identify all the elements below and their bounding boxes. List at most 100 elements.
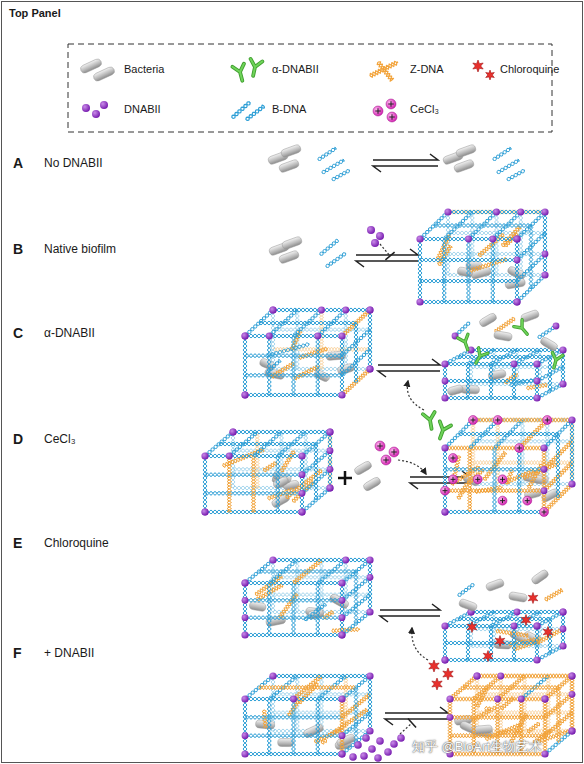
z-dna-strand (251, 456, 255, 512)
b-dna-strand (271, 310, 275, 369)
b-dna-strand (354, 572, 358, 624)
b-dna-strand (267, 583, 271, 635)
chloroquine-star (473, 60, 483, 72)
dnabii-dot (541, 750, 548, 757)
cecl3-plus (377, 443, 383, 449)
b-dna-strand (320, 560, 324, 612)
legend-label: B-DNA (272, 103, 306, 116)
b-dna-strand (273, 674, 370, 678)
z-dna-strand (477, 674, 572, 678)
legend-label: Chloroquine (500, 63, 559, 76)
panel-title: Top Panel (9, 7, 61, 20)
z-dna-strand (227, 456, 231, 512)
b-dna-strand (243, 336, 247, 395)
bacterium (539, 336, 559, 352)
dnabii-dot (299, 490, 306, 497)
b-dna-strand (519, 212, 523, 275)
biofilm (441, 416, 576, 517)
curved-arrow (398, 460, 426, 474)
cecl3-ion (386, 99, 396, 109)
z-dna-strand (556, 688, 560, 743)
equilibrium-arrow (356, 249, 418, 267)
cecl3-plus (451, 477, 456, 482)
chloroquine-star (429, 660, 439, 672)
dnabii-dot (533, 622, 540, 629)
b-dna-strand (316, 583, 320, 635)
dnabii-dot (511, 361, 518, 368)
antibody (514, 320, 532, 338)
b-dna-strand (267, 699, 271, 754)
curved-arrow (407, 381, 424, 410)
dnabii-dot (339, 751, 346, 758)
b-dna-strand (418, 239, 422, 302)
b-dna-strand (259, 321, 356, 325)
b-dna-strand (292, 583, 296, 635)
b-dna-strand (205, 510, 302, 514)
row-b (268, 208, 548, 305)
b-dna-strand (556, 434, 560, 498)
lattice-nodes (441, 416, 576, 517)
b-dna-strand (497, 159, 519, 173)
dnabii-dot (362, 734, 370, 742)
b-dna-strand (495, 212, 499, 275)
dnabii-dot (241, 695, 248, 702)
equilibrium-arrow (378, 359, 440, 377)
b-dna-strand (515, 239, 519, 302)
z-dna-strand (543, 699, 547, 754)
dnabii-dot (514, 609, 521, 616)
b-dna-strand (300, 456, 304, 512)
b-dna-strand (489, 364, 493, 398)
dnabii-dot (442, 657, 449, 664)
chloroquine-star (443, 668, 453, 680)
front-lattice (443, 610, 565, 662)
dnabii-dot (376, 232, 384, 240)
dnabii-dot (269, 556, 276, 563)
b-dna-strand (515, 239, 519, 302)
b-dna-strand (493, 148, 511, 160)
z-dna-strand (527, 723, 540, 733)
b-dna-strand (316, 699, 320, 754)
cecl3-ion (389, 447, 399, 457)
watermark: 知乎 @BioArt生物艺术 (412, 740, 542, 755)
b-dna-strand (529, 226, 533, 289)
b-dna-strand (219, 442, 316, 446)
dnabii-dot (559, 346, 566, 353)
bacterium (474, 725, 493, 735)
legend-icon (232, 102, 265, 121)
dnabii-dot (366, 727, 373, 734)
z-dna-strand (255, 576, 282, 596)
b-dna-strand (271, 560, 275, 612)
dnabii-dot (290, 696, 297, 703)
biofilm (241, 672, 373, 757)
dnabii-dot (441, 394, 448, 401)
dnabii-dot (326, 484, 333, 491)
bacterium (362, 476, 382, 492)
dnabii-dot (242, 333, 249, 340)
b-dna-strand (443, 448, 447, 512)
z-dna-strand (477, 674, 572, 678)
b-dna-strand (497, 160, 519, 174)
dnabii-dot (338, 631, 345, 638)
biofilm (241, 306, 373, 398)
cecl3-plus (500, 477, 505, 482)
dnabii-dot (390, 740, 398, 748)
b-dna-strand (368, 560, 372, 612)
b-dna-strand (543, 212, 547, 275)
dnabii-dot (269, 306, 276, 313)
lattice-nodes (441, 346, 566, 401)
b-dna-strand (529, 226, 533, 289)
dnabii-dot (465, 236, 472, 243)
b-dna-strand (332, 170, 350, 181)
row-d (201, 416, 575, 517)
z-dna-strand (495, 317, 515, 333)
z-dna-strand (495, 318, 515, 332)
chloroquine-star (543, 627, 553, 638)
b-dna-strand (342, 731, 370, 754)
antibody (549, 353, 563, 370)
b-dna-strand (233, 430, 330, 434)
b-dna-strand (495, 212, 499, 275)
b-dna-strand (493, 147, 511, 160)
dnabii-dot (416, 298, 423, 305)
dnabii-dot (560, 609, 567, 616)
